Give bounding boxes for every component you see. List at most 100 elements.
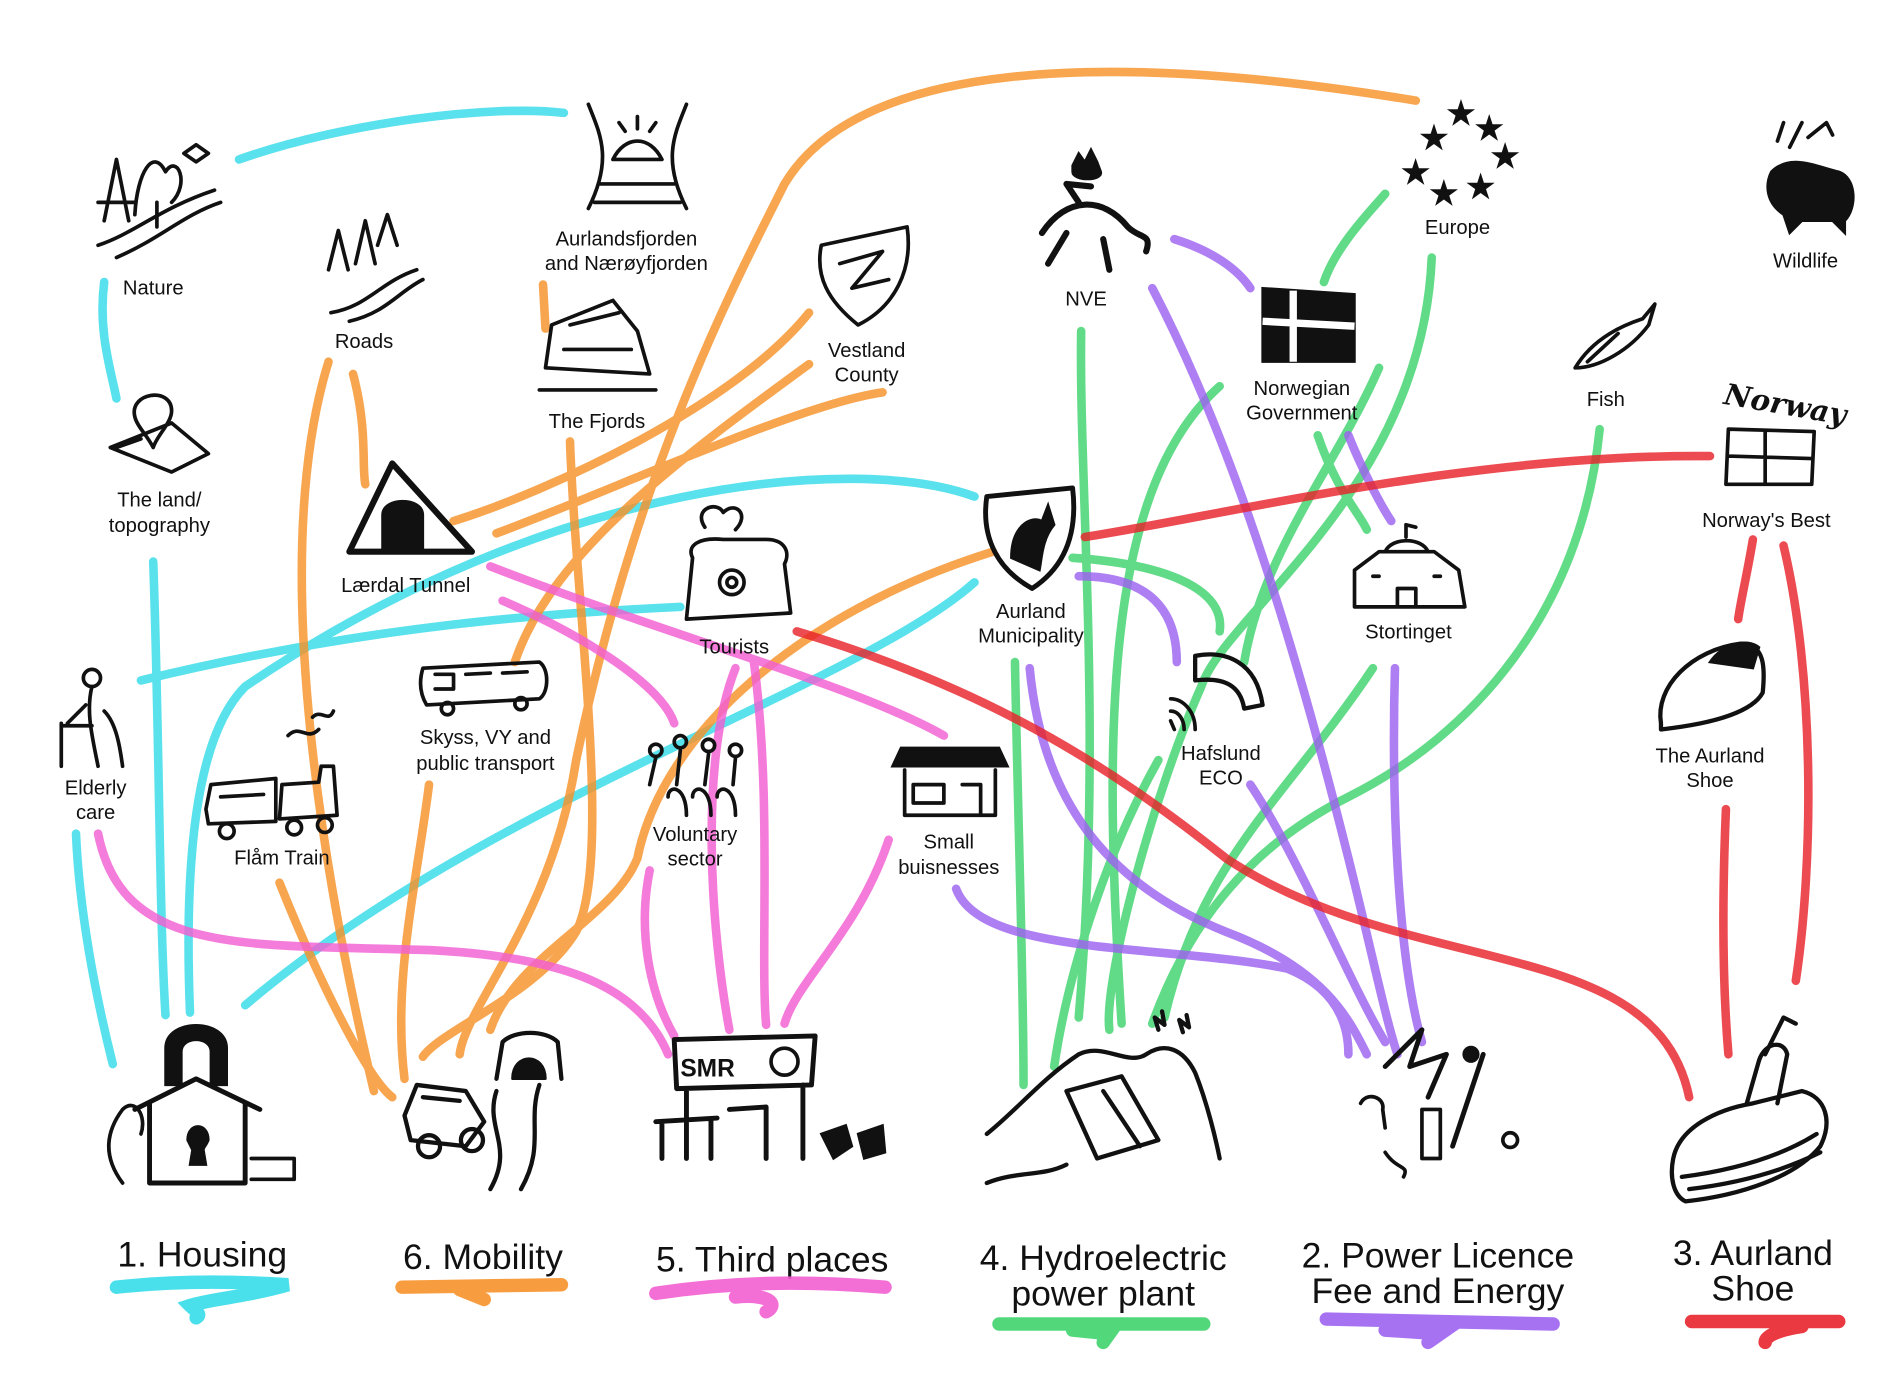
category-label-power-1[interactable]: 2. Power Licence bbox=[1302, 1236, 1575, 1276]
svg-text:★: ★ bbox=[1422, 123, 1446, 153]
house-keyhole-icon bbox=[106, 1023, 297, 1186]
link-tourists-third-2 bbox=[707, 663, 740, 1035]
link-fish-hydro bbox=[1147, 424, 1604, 1028]
link-municipality-housing bbox=[184, 474, 979, 1017]
node-tourists: Tourists bbox=[684, 505, 793, 658]
link-small-third bbox=[780, 835, 893, 1028]
category-hydro[interactable]: 4. Hydroelectric power plant bbox=[980, 1238, 1227, 1350]
label-aurland-shoe-2: Shoe bbox=[1686, 770, 1733, 792]
link-hafslund-gov bbox=[1239, 363, 1384, 667]
category-label-shoe-2[interactable]: Shoe bbox=[1711, 1269, 1794, 1309]
node-wildlife: Wildlife bbox=[1766, 120, 1855, 272]
label-hafslund-1: Hafslund bbox=[1181, 743, 1261, 765]
train-icon bbox=[204, 709, 339, 841]
node-laerdal-tunnel: Lærdal Tunnel bbox=[341, 460, 475, 597]
category-label-power-2[interactable]: Fee and Energy bbox=[1311, 1271, 1564, 1311]
node-small-businesses: Small buisnesses bbox=[890, 746, 1010, 879]
label-hafslund-2: ECO bbox=[1199, 768, 1243, 790]
storefront-icon bbox=[890, 746, 1010, 818]
link-elderly-third bbox=[93, 829, 673, 1059]
node-nature: Nature bbox=[96, 142, 223, 299]
shop-bench-icon: SMR bbox=[653, 1033, 887, 1161]
link-hafslund-hydro bbox=[1049, 755, 1163, 1071]
category-icon-shoe bbox=[1669, 1015, 1829, 1204]
label-skyss-1: Skyss, VY and bbox=[420, 727, 551, 749]
label-nature: Nature bbox=[123, 277, 184, 299]
energy-percent-icon bbox=[1358, 1027, 1520, 1179]
category-label-third-places[interactable]: 5. Third places bbox=[656, 1239, 888, 1279]
link-fjords-thefjords bbox=[538, 280, 550, 333]
svg-text:★: ★ bbox=[1432, 178, 1456, 208]
hafslund-logo-icon bbox=[1168, 652, 1265, 732]
lines-shoe bbox=[792, 451, 1813, 1102]
link-elderly-tourists bbox=[136, 602, 685, 685]
svg-text:★: ★ bbox=[1477, 113, 1501, 143]
link-municipality-hafslund bbox=[1068, 553, 1225, 636]
link-nve-power bbox=[1147, 283, 1402, 1059]
category-mobility[interactable]: 6. Mobility bbox=[395, 1237, 569, 1307]
link-municipality-norwaysbest bbox=[1080, 451, 1715, 542]
underline-shoe bbox=[1684, 1314, 1846, 1350]
category-power[interactable]: 2. Power Licence Fee and Energy bbox=[1302, 1236, 1575, 1350]
map-pin-terrain-icon bbox=[108, 393, 211, 474]
category-icon-housing bbox=[106, 1023, 297, 1186]
forest-river-icon bbox=[96, 142, 223, 260]
trees-road-icon bbox=[326, 212, 425, 324]
label-elderly-1: Elderly bbox=[65, 777, 128, 799]
label-laerdal: Lærdal Tunnel bbox=[341, 575, 470, 597]
node-hafslund: Hafslund ECO bbox=[1168, 652, 1265, 790]
category-label-housing[interactable]: 1. Housing bbox=[117, 1234, 287, 1274]
label-land-1: The land/ bbox=[117, 489, 202, 511]
elderly-walker-icon bbox=[59, 667, 125, 769]
norway-box-icon bbox=[1724, 427, 1817, 487]
label-vestland-2: County bbox=[835, 364, 900, 386]
svg-text:★: ★ bbox=[1449, 99, 1473, 129]
underline-hydro bbox=[992, 1317, 1211, 1350]
category-label-mobility[interactable]: 6. Mobility bbox=[403, 1237, 563, 1277]
shop-sign-text: SMR bbox=[680, 1055, 735, 1082]
label-government-2: Government bbox=[1246, 402, 1358, 424]
link-municipality-mobility bbox=[486, 547, 998, 1035]
crowned-horse-icon bbox=[1038, 146, 1151, 273]
link-elderly-housing bbox=[71, 829, 118, 1069]
label-tourists: Tourists bbox=[699, 636, 769, 658]
category-third-places[interactable]: 5. Third places bbox=[649, 1239, 892, 1319]
label-aurlandsfjorden-2: and Nærøyfjorden bbox=[545, 253, 708, 275]
node-roads: Roads bbox=[326, 212, 425, 353]
category-label-hydro-1[interactable]: 4. Hydroelectric bbox=[980, 1238, 1227, 1278]
link-europe-mobility bbox=[455, 67, 1421, 1059]
link-nature-land bbox=[98, 277, 121, 403]
label-voluntary-2: sector bbox=[668, 849, 723, 871]
link-norwaysbest-aurlandshoe bbox=[1733, 535, 1758, 624]
label-elderly-2: care bbox=[76, 802, 115, 824]
node-stortinget: Stortinget bbox=[1352, 522, 1467, 644]
node-norwegian-government: Norwegian Government bbox=[1246, 286, 1358, 424]
category-label-shoe-1[interactable]: 3. Aurland bbox=[1673, 1233, 1833, 1273]
category-icon-third-places: SMR bbox=[653, 1033, 887, 1161]
category-housing[interactable]: 1. Housing bbox=[109, 1234, 290, 1325]
fjord-valley-icon bbox=[586, 102, 689, 211]
category-icon-hydro bbox=[984, 1009, 1222, 1186]
label-the-fjords: The Fjords bbox=[549, 411, 646, 433]
link-norwaysbest-shoe bbox=[1779, 541, 1813, 986]
node-nve: NVE bbox=[1038, 146, 1151, 310]
category-shoe[interactable]: 3. Aurland Shoe bbox=[1673, 1233, 1846, 1350]
lines-power bbox=[951, 234, 1427, 1059]
label-land-2: topography bbox=[109, 515, 211, 537]
lines-hydro bbox=[1010, 189, 1604, 1090]
category-label-hydro-2[interactable]: power plant bbox=[1011, 1274, 1195, 1314]
link-vestland-laerdal bbox=[449, 308, 814, 526]
underline-third-places bbox=[649, 1276, 892, 1319]
label-europe: Europe bbox=[1425, 217, 1490, 239]
tunnel-sign-icon bbox=[346, 460, 475, 555]
label-vestland-1: Vestland bbox=[828, 340, 906, 362]
link-nve-hydro bbox=[1074, 326, 1094, 1022]
parliament-building-icon bbox=[1352, 522, 1467, 609]
goat-shield-icon bbox=[983, 485, 1077, 591]
norway-logo-text: Norway bbox=[1721, 376, 1852, 432]
label-flam-train: Flåm Train bbox=[234, 847, 330, 869]
loafer-shoe-icon bbox=[1658, 641, 1766, 732]
label-stortinget: Stortinget bbox=[1365, 622, 1452, 644]
node-aurland-municipality: Aurland Municipality bbox=[978, 485, 1085, 647]
